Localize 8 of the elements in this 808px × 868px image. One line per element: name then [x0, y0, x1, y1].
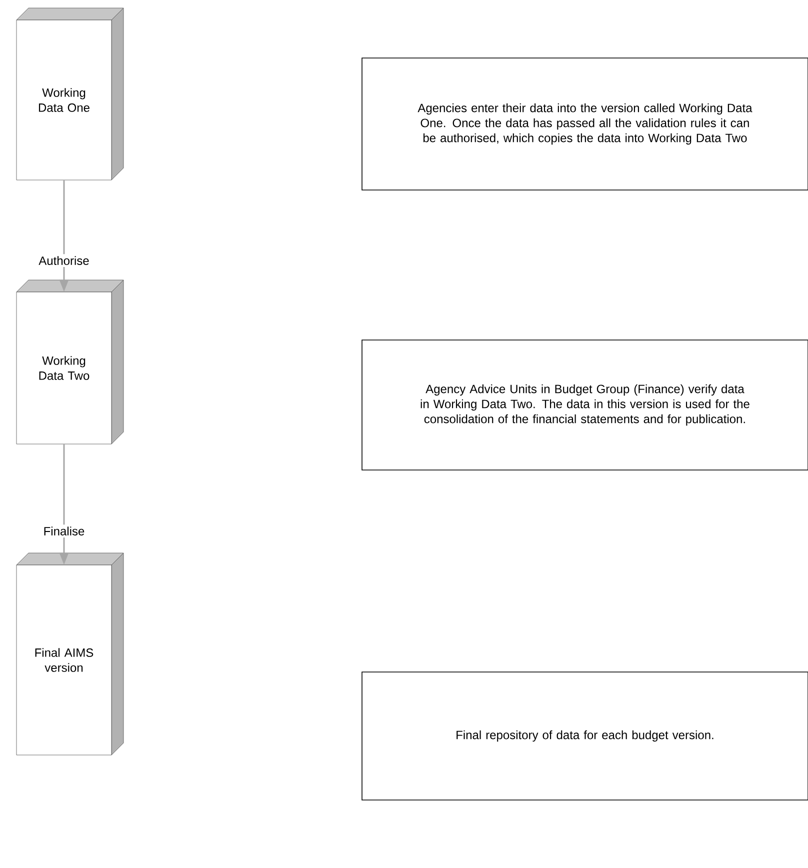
edge-label: Authorise	[36, 254, 92, 267]
cube-box: Working Data One	[16, 8, 124, 180]
description-box: Agencies enter their data into the version called Working Data One. Once the data has passed all the validation rules it can be authorised, which copies the data into Working Data Two	[362, 58, 808, 190]
cube-box: Working Data Two	[16, 280, 124, 444]
cube-box: Final AIMS version	[16, 552, 124, 756]
edge-label: Finalise	[41, 524, 87, 538]
description-box: Agency Advice Units in Budget Group (Finance) verify data in Working Data Two. The data in this version is used for the consolidation of the financial statements and for publication.	[362, 340, 808, 470]
description-box: Final repository of data for each budget version.	[362, 672, 808, 800]
